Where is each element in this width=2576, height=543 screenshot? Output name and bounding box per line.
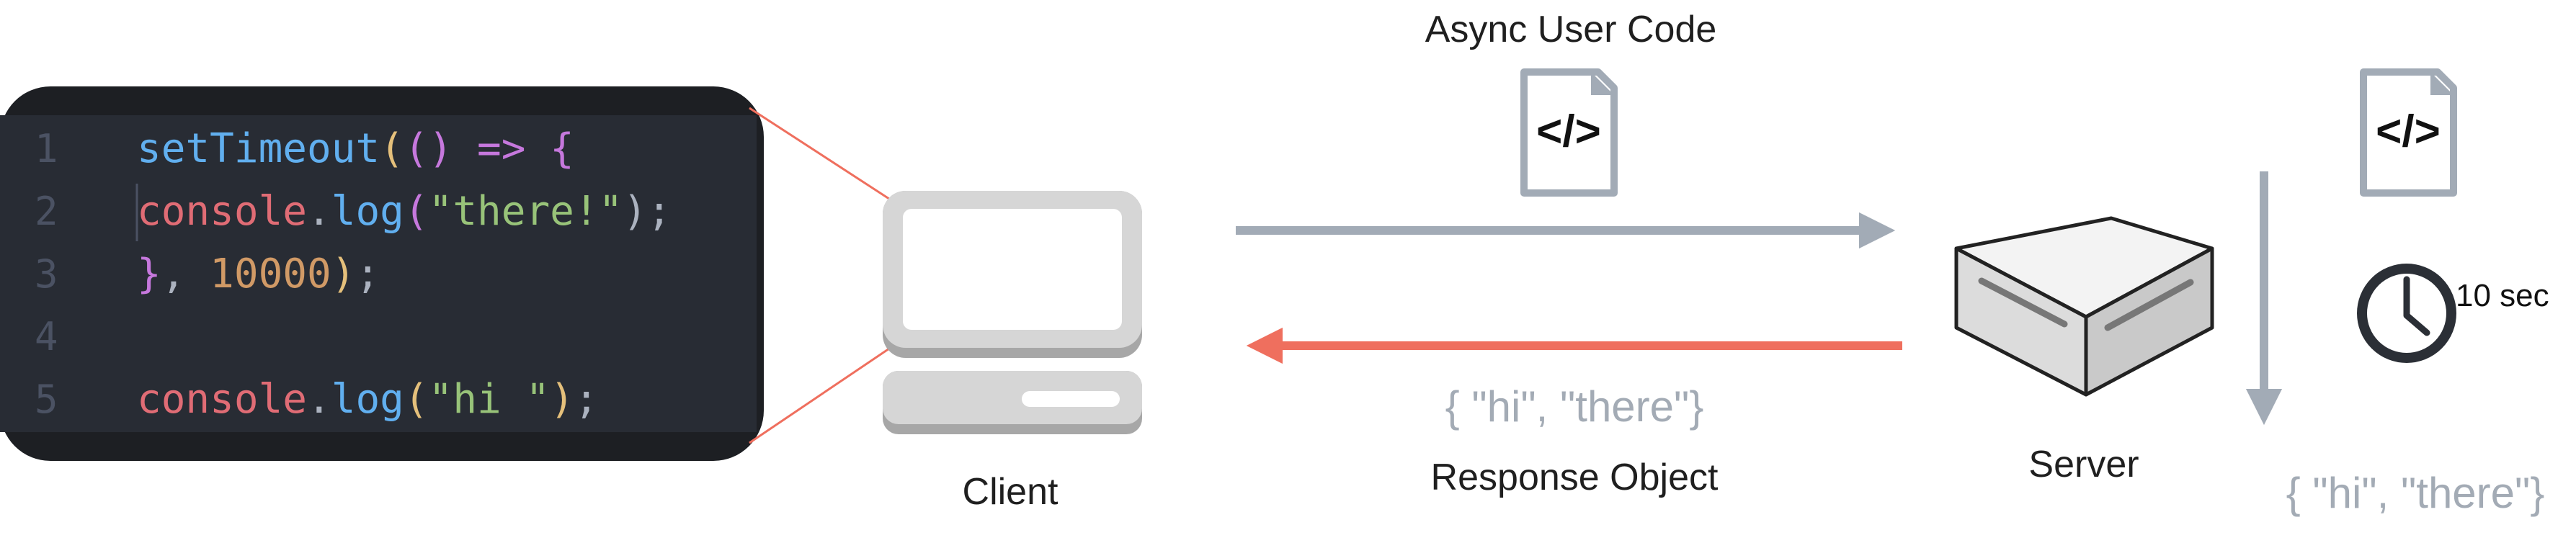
timer-label: 10 sec xyxy=(2456,278,2549,313)
callout-line-top xyxy=(749,107,894,203)
response-object-label: Response Object xyxy=(1431,457,1719,498)
response-payload: { "hi", "there"} xyxy=(1445,382,1704,431)
code-token: log xyxy=(331,188,404,235)
code-token: } xyxy=(137,251,161,297)
line-number: 5 xyxy=(35,377,58,422)
code-line: console.log("hi "); xyxy=(137,376,599,423)
code-token: () xyxy=(404,125,453,172)
editor-body xyxy=(0,115,757,432)
code-line: setTimeout(() => { xyxy=(137,125,574,172)
code-token: ) xyxy=(550,376,574,423)
code-token: . xyxy=(307,376,331,423)
code-file-icon: </> xyxy=(2360,68,2457,197)
code-token: . xyxy=(307,188,331,235)
line-number: 4 xyxy=(35,314,58,359)
callout-line-bottom xyxy=(749,344,894,444)
code-token: ; xyxy=(355,251,380,297)
code-line: }, 10000); xyxy=(137,251,380,297)
code-lines: setTimeout(() => { console.log("there!")… xyxy=(137,125,672,423)
code-token: console xyxy=(137,188,307,235)
code-token: => xyxy=(453,125,550,172)
line-number: 2 xyxy=(35,189,58,234)
desktop-computer-icon xyxy=(883,191,1142,434)
code-token: , xyxy=(161,251,210,297)
code-glyph-1: </> xyxy=(1536,107,1601,156)
server-label: Server xyxy=(2028,444,2139,485)
code-token: "there!" xyxy=(429,188,623,235)
code-token: 10000 xyxy=(210,251,331,297)
keyboard-top xyxy=(883,371,1142,424)
line-numbers: 1 2 3 4 5 xyxy=(35,126,58,422)
code-token: { xyxy=(550,125,574,172)
code-glyph-2: </> xyxy=(2376,107,2441,156)
async-user-code-title: Async User Code xyxy=(1425,9,1717,50)
code-token: ( xyxy=(404,376,429,423)
code-token: log xyxy=(331,376,404,423)
server-result-payload: { "hi", "there"} xyxy=(2286,469,2545,517)
code-token: console xyxy=(137,376,307,423)
code-token: ( xyxy=(380,125,404,172)
monitor-screen xyxy=(903,209,1122,330)
code-file-icon: </> xyxy=(1520,68,1618,197)
server-box-icon xyxy=(1954,216,2214,397)
code-token: "hi " xyxy=(429,376,551,423)
line-number: 1 xyxy=(35,126,58,171)
client-label: Client xyxy=(963,471,1059,513)
code-token: setTimeout xyxy=(137,125,380,172)
server-slot-left xyxy=(1978,277,2068,328)
line-number: 3 xyxy=(35,251,58,297)
clock-icon xyxy=(2357,264,2456,363)
code-token: ) xyxy=(331,251,356,297)
code-line: console.log("there!"); xyxy=(137,188,672,235)
keyboard-slot xyxy=(1022,391,1120,407)
server-slot-right xyxy=(2104,279,2194,331)
code-token: ; xyxy=(574,376,599,423)
code-token: ( xyxy=(404,188,429,235)
code-token: ); xyxy=(623,188,671,235)
